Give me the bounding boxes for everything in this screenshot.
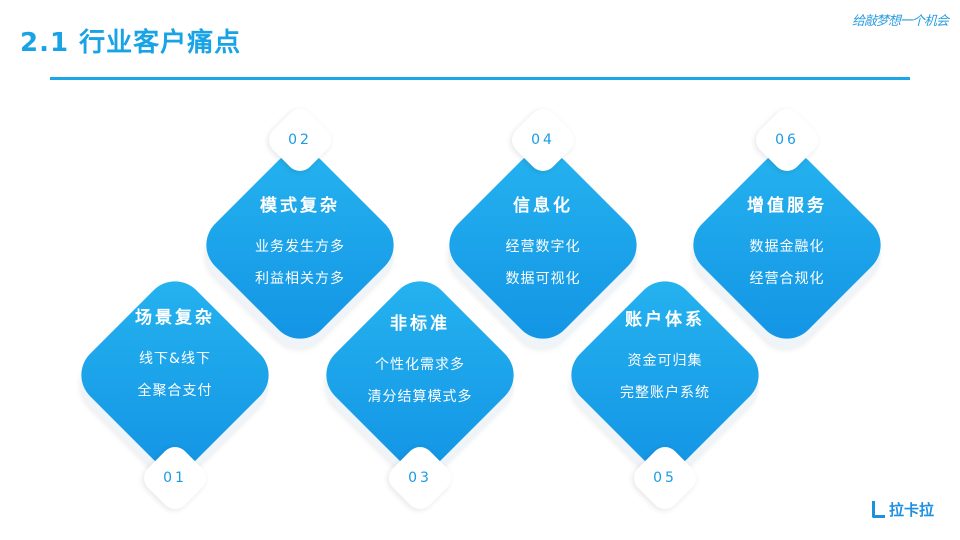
card-content: 信息化 经营数字化 数据可视化 [438,138,648,348]
card-content: 场景复杂 线下&线下 全聚合支付 [70,250,280,460]
number-text: 06 [775,132,799,148]
card-line: 数据可视化 [505,270,581,287]
card-content: 模式复杂 业务发生方多 利益相关方多 [195,138,405,348]
card-line: 清分结算模式多 [367,388,473,405]
card-04: 信息化 经营数字化 数据可视化 04 [436,103,650,362]
card-06: 增值服务 数据金融化 经营合规化 06 [680,103,894,362]
number-text: 04 [531,132,555,148]
card-content: 非标准 个性化需求多 清分结算模式多 [315,256,525,466]
card-02: 模式复杂 业务发生方多 利益相关方多 02 [193,103,407,362]
number-text: 02 [288,132,312,148]
page-title: 2.1 行业客户痛点 [20,28,242,58]
number-text: 01 [163,470,187,486]
card-line: 资金可归集 [627,352,703,369]
card-line: 全聚合支付 [137,382,213,399]
title-underline [50,77,910,80]
number-text: 03 [408,470,432,486]
card-content: 账户体系 资金可归集 完整账户系统 [560,252,770,462]
number-text: 05 [653,470,677,486]
card-line: 完整账户系统 [620,384,710,401]
card-content: 增值服务 数据金融化 经营合规化 [682,138,892,348]
card-title: 场景复杂 [135,307,215,328]
card-05: 账户体系 资金可归集 完整账户系统 05 [558,268,772,515]
card-line: 个性化需求多 [375,356,465,373]
card-01: 场景复杂 线下&线下 全聚合支付 01 [68,268,282,515]
logo-text: 拉卡拉 [888,501,934,519]
card-title: 信息化 [513,195,573,216]
card-title: 账户体系 [625,309,705,330]
card-line: 经营数字化 [505,238,581,255]
card-line: 经营合规化 [749,270,825,287]
lakala-logo: 拉卡拉 [871,499,934,520]
card-line: 业务发生方多 [255,238,345,255]
card-title: 非标准 [390,313,450,334]
card-line: 利益相关方多 [255,270,345,287]
card-title: 增值服务 [747,195,827,216]
card-title: 模式复杂 [260,195,340,216]
card-line: 线下&线下 [139,350,211,367]
card-03: 非标准 个性化需求多 清分结算模式多 03 [313,268,527,515]
slogan: 给敲梦想一个机会 [851,14,949,29]
lakala-logo-icon [871,501,885,518]
card-line: 数据金融化 [749,238,825,255]
